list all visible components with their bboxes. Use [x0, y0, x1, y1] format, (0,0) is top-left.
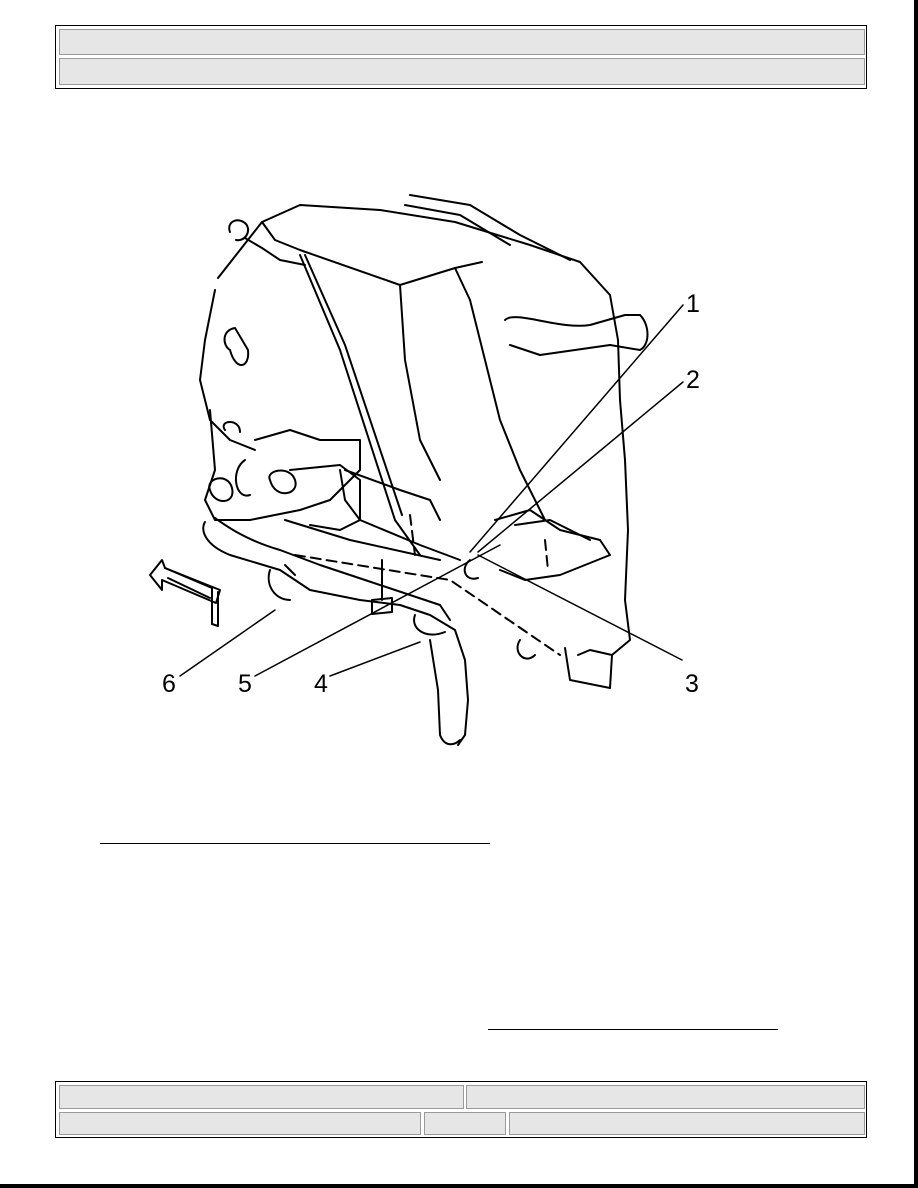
engine-block [204, 409, 361, 531]
page-header [55, 25, 867, 89]
engine-cover [199, 194, 631, 656]
hoses [202, 314, 649, 746]
footer-cell-4 [424, 1112, 506, 1135]
assembly-lines [294, 514, 561, 656]
callout-6: 6 [162, 670, 176, 698]
leader-lines [179, 304, 684, 677]
callout-3: 3 [685, 670, 699, 698]
link-underline-right [488, 1029, 778, 1030]
bracket [284, 469, 613, 689]
footer-cell-1 [59, 1085, 464, 1109]
callout-5: 5 [238, 670, 252, 698]
footer-cell-2 [466, 1085, 865, 1109]
header-subtitle-bar [59, 58, 865, 85]
header-title-bar [59, 29, 865, 55]
front-arrow-icon [149, 559, 221, 627]
callout-2: 2 [686, 366, 700, 394]
callout-4: 4 [314, 670, 328, 698]
callout-1: 1 [686, 290, 700, 318]
link-underline-left [100, 843, 490, 844]
footer-cell-5 [509, 1112, 865, 1135]
page-footer [55, 1081, 867, 1138]
footer-cell-3 [59, 1112, 421, 1135]
